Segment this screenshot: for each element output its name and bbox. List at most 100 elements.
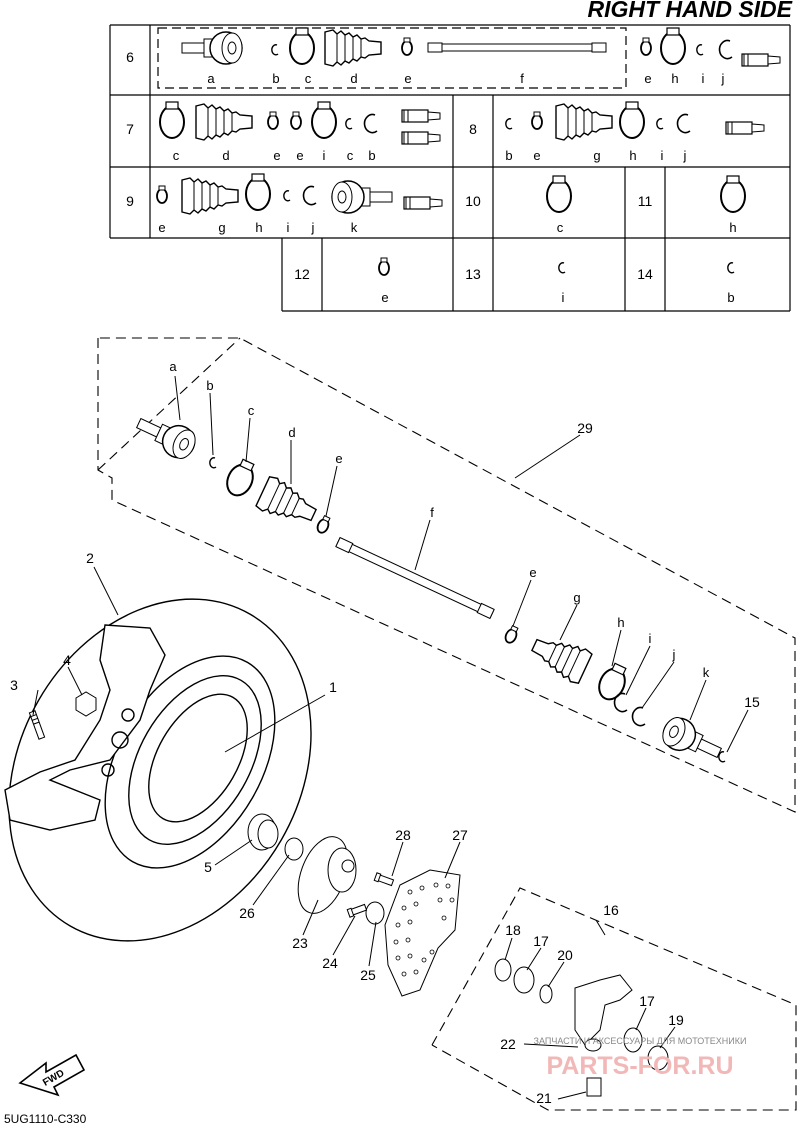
svg-text:j: j bbox=[721, 71, 725, 86]
svg-text:d: d bbox=[222, 148, 229, 163]
disc-hole bbox=[395, 922, 401, 928]
callout-17b: 17 bbox=[639, 993, 655, 1009]
row-number-6: 6 bbox=[126, 49, 134, 65]
disc-hole bbox=[449, 897, 455, 903]
svg-text:g: g bbox=[593, 148, 600, 163]
svg-text:g: g bbox=[218, 220, 225, 235]
row-number-9: 9 bbox=[126, 193, 134, 209]
disc-hole bbox=[429, 949, 435, 955]
callout-25: 25 bbox=[360, 967, 376, 983]
assembly-reference-table bbox=[109, 24, 791, 312]
watermark: ЗАПЧАСТИ И АКСЕССУАРЫ ДЛЯ МОТОТЕХНИКИ PA… bbox=[534, 1036, 747, 1080]
callout-leader-lines bbox=[32, 566, 676, 1100]
label-a: a bbox=[169, 359, 177, 374]
callout-29: 29 bbox=[577, 420, 593, 436]
svg-text:i: i bbox=[702, 71, 705, 86]
svg-text:b: b bbox=[272, 71, 279, 86]
callout-17: 17 bbox=[533, 933, 549, 949]
disc-hole bbox=[401, 905, 407, 911]
svg-text:j: j bbox=[683, 148, 687, 163]
svg-text:h: h bbox=[255, 220, 262, 235]
svg-text:b: b bbox=[727, 290, 734, 305]
stud-and-nut bbox=[28, 691, 97, 740]
wheel-tire bbox=[4, 598, 312, 942]
row-number-14: 14 bbox=[637, 266, 653, 282]
disc-hole bbox=[395, 955, 401, 961]
callout-16: 16 bbox=[603, 902, 619, 918]
diagram-code: 5UG1110-C330 bbox=[4, 1112, 87, 1126]
svg-text:f: f bbox=[520, 71, 524, 86]
row-6-labels: a b c d e f e h i j bbox=[207, 71, 724, 86]
callout-15: 15 bbox=[744, 694, 760, 710]
svg-text:d: d bbox=[350, 71, 357, 86]
disc-hole bbox=[401, 971, 407, 977]
disc-hole bbox=[413, 969, 419, 975]
svg-text:h: h bbox=[629, 148, 636, 163]
callout-21: 21 bbox=[536, 1090, 552, 1106]
callout-2: 2 bbox=[86, 550, 94, 566]
svg-text:e: e bbox=[296, 148, 303, 163]
callout-22: 22 bbox=[500, 1036, 516, 1052]
disc-hole bbox=[407, 889, 413, 895]
callout-3: 3 bbox=[10, 677, 18, 693]
row-6-parts bbox=[181, 27, 781, 67]
svg-text:e: e bbox=[644, 71, 651, 86]
label-i: i bbox=[649, 631, 652, 646]
disc-hole bbox=[437, 897, 443, 903]
forward-arrow-icon: FWD bbox=[18, 1053, 86, 1097]
drive-shaft-assembly-outline bbox=[97, 337, 796, 813]
svg-text:c: c bbox=[305, 71, 312, 86]
svg-text:b: b bbox=[368, 148, 375, 163]
knuckle-assembly-outline bbox=[431, 887, 797, 1111]
svg-text:i: i bbox=[661, 148, 664, 163]
row-number-8: 8 bbox=[469, 121, 477, 137]
svg-text:h: h bbox=[729, 220, 736, 235]
svg-text:e: e bbox=[158, 220, 165, 235]
row-7-parts bbox=[159, 101, 441, 145]
label-j: j bbox=[672, 647, 676, 662]
callout-20: 20 bbox=[557, 947, 573, 963]
disc-hole bbox=[405, 937, 411, 943]
callout-28: 28 bbox=[395, 827, 411, 843]
label-b: b bbox=[206, 378, 213, 393]
callout-18: 18 bbox=[505, 922, 521, 938]
disc-hole bbox=[433, 882, 439, 888]
row-number-12: 12 bbox=[294, 266, 310, 282]
row-number-10: 10 bbox=[465, 193, 481, 209]
svg-text:h: h bbox=[671, 71, 678, 86]
row-7-labels: c d e e i c b bbox=[173, 148, 376, 163]
page-title: RIGHT HAND SIDE bbox=[588, 0, 793, 22]
shaft-part-labels: a b c d e f e g h i j k bbox=[169, 359, 709, 680]
svg-text:e: e bbox=[533, 148, 540, 163]
svg-text:c: c bbox=[347, 148, 354, 163]
disc-hole bbox=[419, 885, 425, 891]
callout-1: 1 bbox=[329, 679, 337, 695]
brake-disc-holes bbox=[393, 882, 455, 977]
label-h: h bbox=[617, 615, 624, 630]
callout-26: 26 bbox=[239, 905, 255, 921]
callout-5: 5 bbox=[204, 859, 212, 875]
label-d: d bbox=[288, 425, 295, 440]
row-9-labels: e g h i j k bbox=[158, 220, 357, 235]
disc-hole bbox=[407, 953, 413, 959]
table-row-numbers: 6 7 8 9 10 11 12 13 14 bbox=[126, 49, 653, 282]
row-9-parts bbox=[156, 173, 443, 215]
callout-27: 27 bbox=[452, 827, 468, 843]
svg-text:j: j bbox=[311, 220, 315, 235]
label-e2: e bbox=[529, 565, 536, 580]
label-k: k bbox=[703, 665, 710, 680]
knuckle-assembly-parts bbox=[494, 958, 669, 1097]
disc-hole bbox=[445, 883, 451, 889]
label-c: c bbox=[248, 403, 255, 418]
svg-text:b: b bbox=[505, 148, 512, 163]
callout-19: 19 bbox=[668, 1012, 684, 1028]
svg-text:c: c bbox=[557, 220, 564, 235]
callout-23: 23 bbox=[292, 935, 308, 951]
row-number-11: 11 bbox=[638, 193, 653, 209]
svg-text:e: e bbox=[381, 290, 388, 305]
label-e: e bbox=[335, 451, 342, 466]
callout-24: 24 bbox=[322, 955, 338, 971]
callout-numbers: 29 15 1 2 3 4 5 26 23 24 25 27 28 16 18 … bbox=[10, 420, 760, 1106]
svg-text:a: a bbox=[207, 71, 215, 86]
